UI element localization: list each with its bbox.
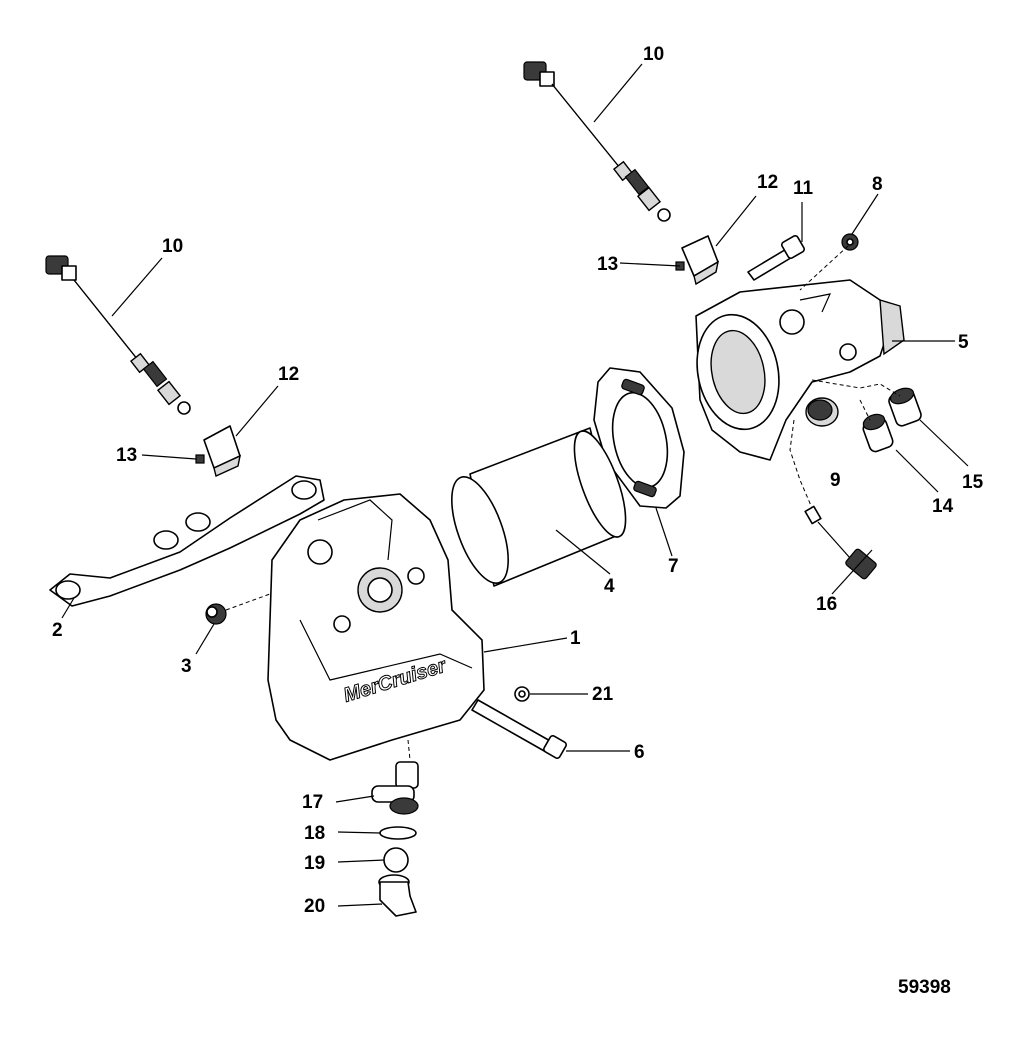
- callout-21: 21: [592, 684, 614, 705]
- plug-3: [205, 593, 271, 625]
- callout-14: 14: [932, 496, 954, 517]
- heat-shield-upper: [675, 235, 719, 286]
- callout-4: 4: [604, 576, 615, 597]
- callout-5: 5: [958, 332, 969, 353]
- callout-12-lower: 12: [278, 364, 299, 385]
- callout-11: 11: [793, 178, 814, 199]
- fitting-14: [862, 413, 894, 453]
- ball-19: [383, 847, 409, 873]
- callout-6: 6: [634, 742, 645, 763]
- o-ring-21: [514, 686, 530, 702]
- leader-lines: [61, 63, 969, 907]
- callout-12-upper: 12: [757, 172, 778, 193]
- callout-16: 16: [816, 594, 837, 615]
- callout-13-upper: 13: [597, 254, 618, 275]
- exhaust-elbow: [695, 279, 905, 461]
- callout-19: 19: [304, 853, 325, 874]
- temp-sensor-16: [789, 419, 877, 580]
- callout-15: 15: [962, 472, 984, 493]
- elbow-20: [378, 874, 417, 917]
- figure-id: 59398: [898, 977, 951, 998]
- callout-10-lower: 10: [162, 236, 183, 257]
- callout-10-upper: 10: [643, 44, 664, 65]
- callout-8: 8: [872, 174, 883, 195]
- liner-4: [451, 427, 627, 587]
- gasket-7: [593, 367, 685, 509]
- callout-13-lower: 13: [116, 445, 137, 466]
- callout-2: 2: [52, 620, 63, 641]
- nut-8: [841, 233, 859, 251]
- callout-20: 20: [304, 896, 325, 917]
- oxygen-sensor-upper: [523, 61, 671, 222]
- callout-7: 7: [668, 556, 679, 577]
- callout-labels: 10 12 11 8 13 5 10 12 13 9 15 14 7 4 16 …: [52, 44, 984, 917]
- cap-9: [805, 397, 839, 427]
- callout-18: 18: [304, 823, 325, 844]
- oxygen-sensor-lower: [45, 255, 191, 415]
- tee-fitting-17: [371, 761, 419, 815]
- gasket-2: [49, 475, 325, 607]
- o-ring-18: [379, 826, 417, 840]
- callout-3: 3: [181, 656, 192, 677]
- callout-9: 9: [830, 470, 841, 491]
- exhaust-manifold: MerCruiser: [267, 493, 485, 761]
- bolt-6: [471, 699, 567, 759]
- heat-shield-lower: [195, 425, 241, 477]
- bolt-11: [747, 235, 805, 281]
- callout-17: 17: [302, 792, 323, 813]
- callout-1: 1: [570, 628, 581, 649]
- fitting-15: [888, 387, 922, 427]
